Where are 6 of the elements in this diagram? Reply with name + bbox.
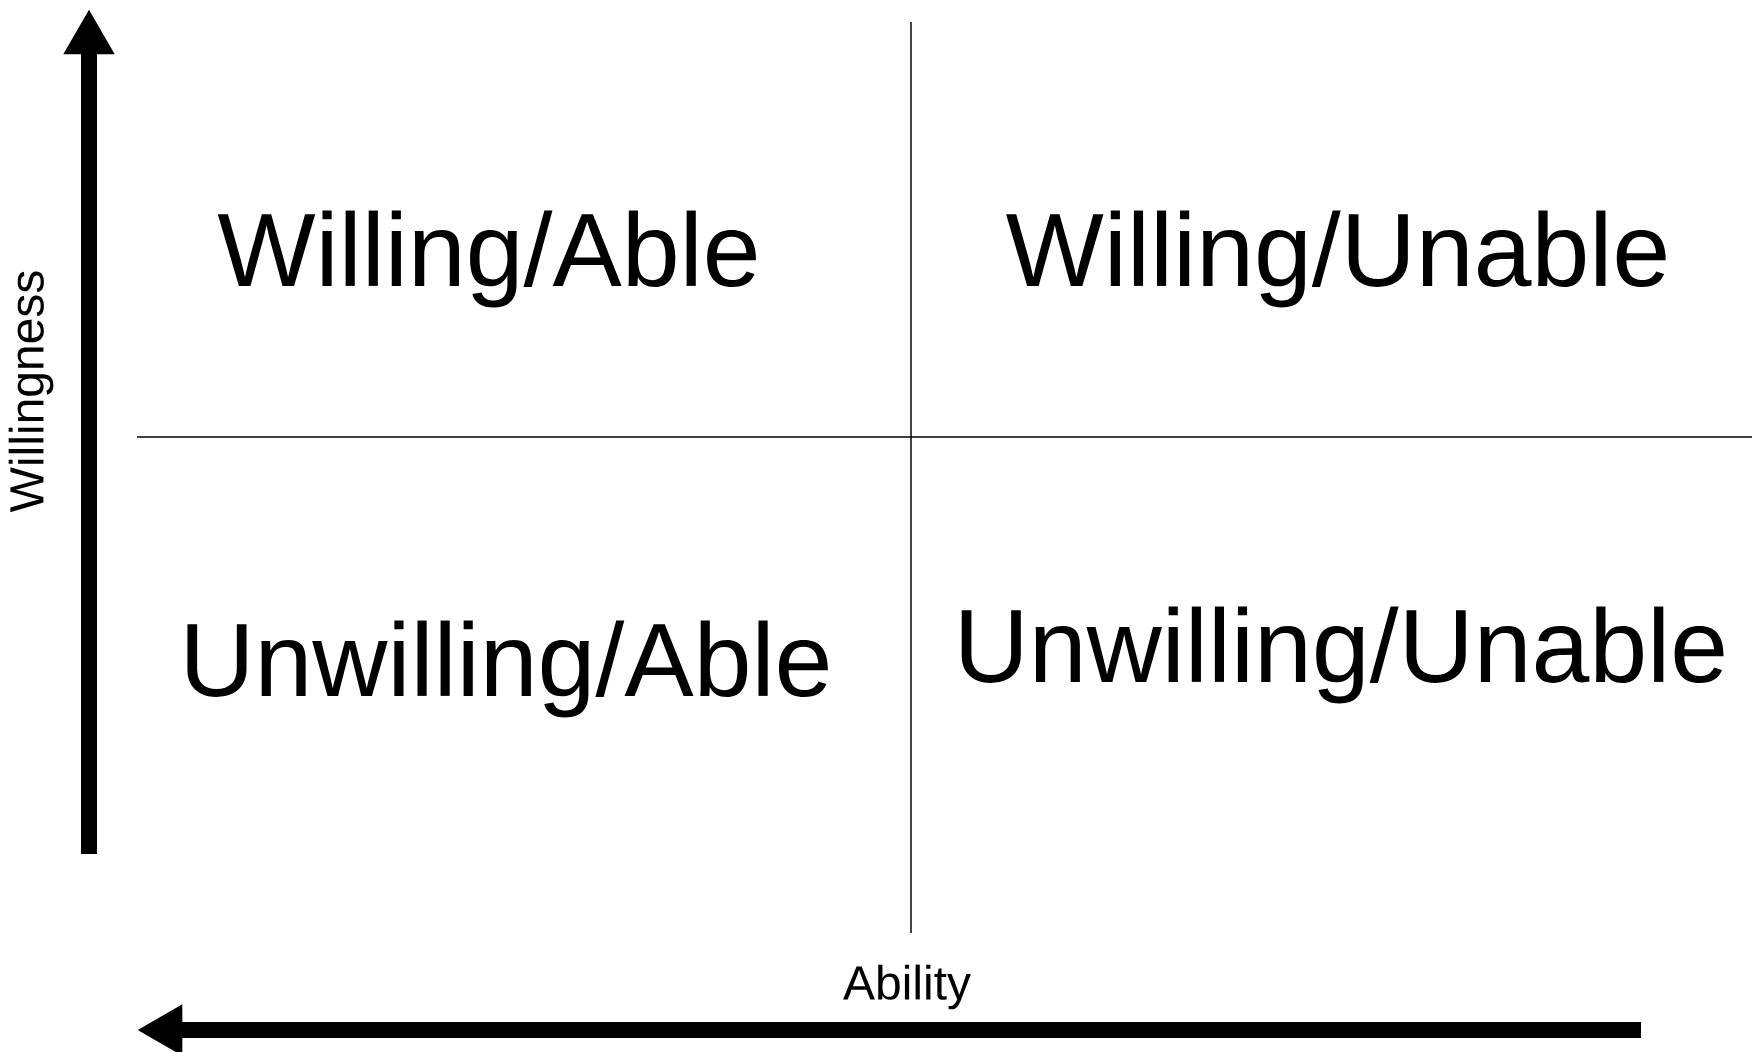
axis-label: Ability	[843, 964, 971, 1010]
quadrant-label: Willing/Unable	[1006, 210, 1666, 308]
quadrant-label: Unwilling/Unable	[961, 606, 1724, 704]
quadrant-label: Willing/Able	[217, 210, 756, 308]
axis-label: Willingness	[8, 271, 54, 513]
quadrant-label: Unwilling/Able	[187, 620, 828, 718]
